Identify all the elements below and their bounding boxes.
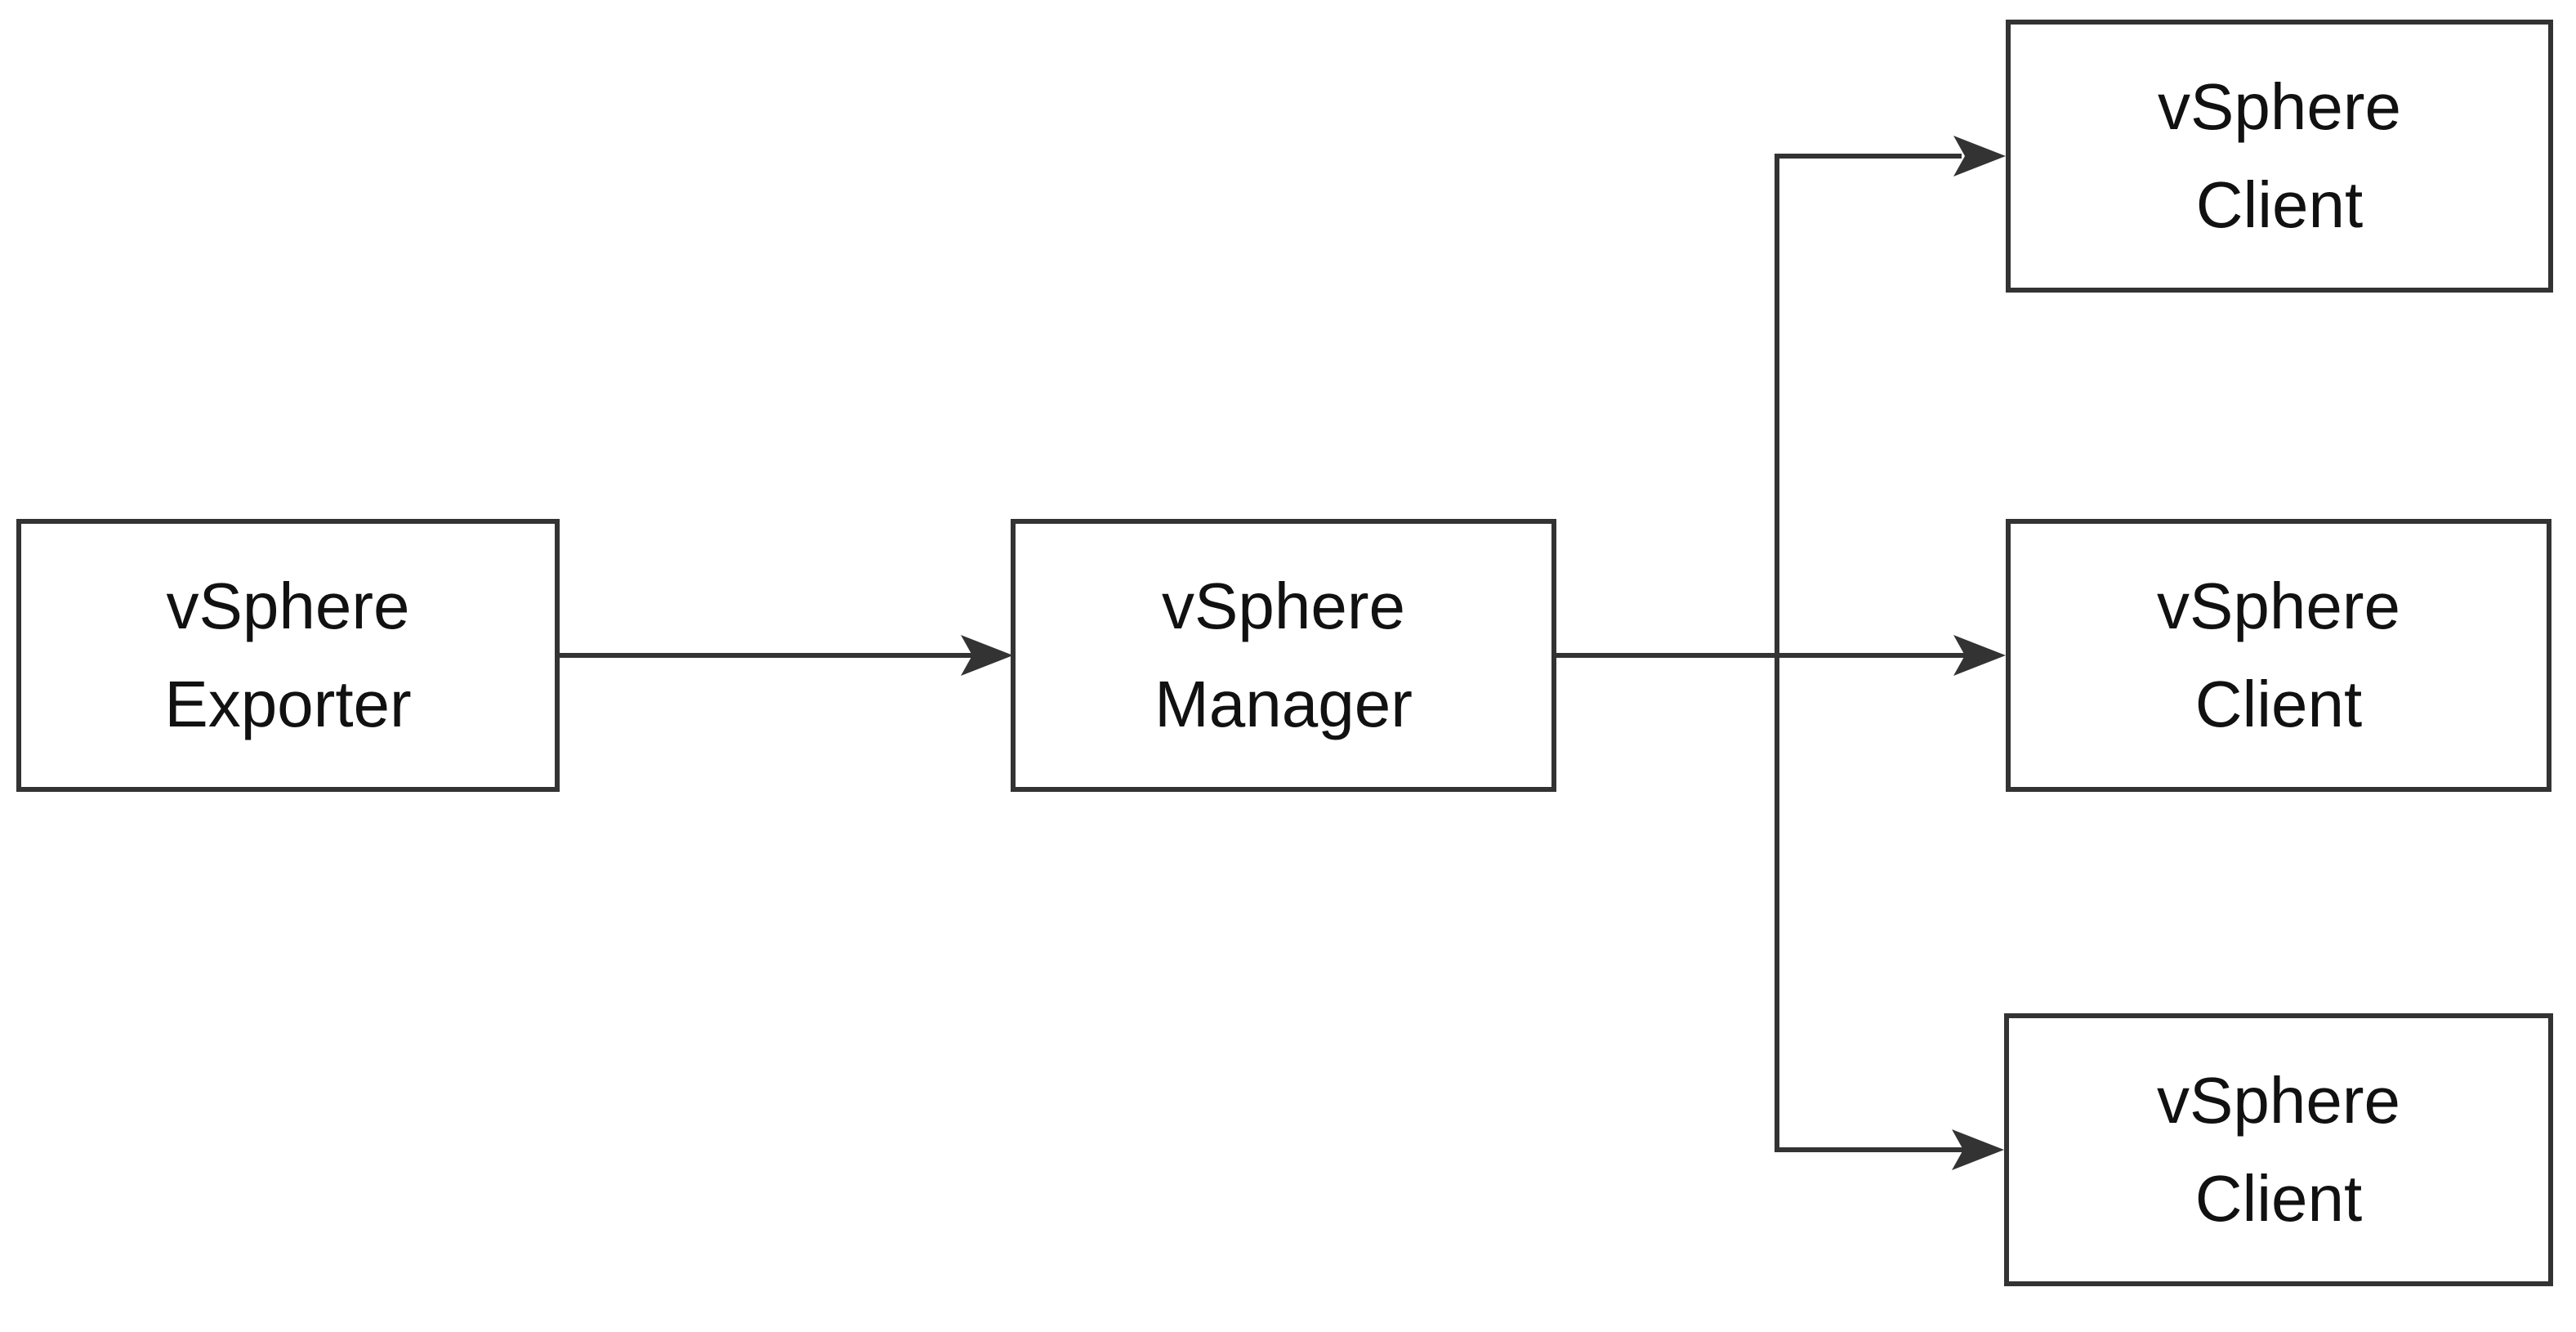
node-label-line: Client (2194, 1162, 2363, 1235)
edge-manager-branch-trunk-line (1775, 154, 1964, 1152)
node-label-line: vSphere (2157, 1064, 2400, 1137)
node-label-line: Exporter (164, 668, 412, 740)
edge-manager-to-client-bottom-arrowhead (1952, 1129, 2004, 1170)
node-label-line: vSphere (166, 570, 410, 642)
node-label-line: Manager (1154, 668, 1413, 740)
node-label-line: vSphere (2158, 70, 2401, 143)
edge-manager-to-client-middle-arrowhead (1953, 635, 2006, 676)
node-label-line: Client (2195, 168, 2364, 241)
node-vsphere-exporter: vSphere Exporter (16, 519, 560, 792)
node-label-line: Client (2194, 668, 2363, 740)
node-vsphere-manager: vSphere Manager (1011, 519, 1556, 792)
node-label-line: vSphere (1162, 570, 1405, 642)
edge-manager-to-client-top-arrowhead (1953, 136, 2006, 177)
edge-exporter-to-manager-arrowhead (961, 635, 1013, 676)
node-vsphere-client-bottom: vSphere Client (2004, 1013, 2553, 1286)
node-label-line: vSphere (2157, 570, 2400, 642)
node-vsphere-client-top: vSphere Client (2006, 20, 2553, 293)
node-vsphere-client-middle: vSphere Client (2006, 519, 2551, 792)
